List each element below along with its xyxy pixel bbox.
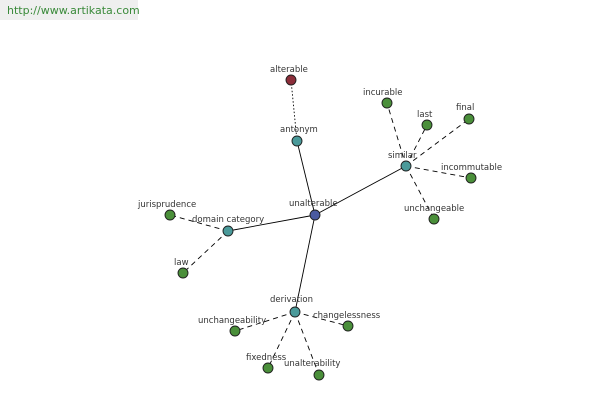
node-fixedness[interactable] [262, 362, 274, 374]
edge-derivation-unalterability [294, 311, 320, 376]
node-label-incurable: incurable [363, 88, 403, 98]
edge-derivation-changelessness [294, 311, 349, 327]
node-antonym[interactable] [291, 135, 303, 147]
node-label-unalterable: unalterable [289, 199, 338, 209]
edge-derivation-unchangeability [234, 311, 296, 332]
node-label-law: law [174, 258, 189, 268]
edge-similar-unchangeable [405, 165, 435, 220]
watermark-bar: http://www.artikata.com [0, 0, 140, 20]
edge-similar-incommutable [405, 165, 472, 179]
node-label-jurisprudence: jurisprudence [137, 200, 196, 210]
edge-unalterable-similar [314, 165, 407, 216]
node-law[interactable] [177, 267, 189, 279]
node-label-fixedness: fixedness [246, 353, 287, 363]
node-alterable[interactable] [285, 74, 297, 86]
node-domain-category[interactable] [222, 225, 234, 237]
node-label-unchangeable: unchangeable [404, 204, 464, 214]
node-label-derivation: derivation [270, 295, 313, 305]
edge-similar-last [405, 124, 428, 167]
labels-layer: unalterable antonym alterable similar incura… [137, 65, 502, 369]
node-final[interactable] [463, 113, 475, 125]
node-unchangeability[interactable] [229, 325, 241, 337]
node-similar[interactable] [400, 160, 412, 172]
node-changelessness[interactable] [342, 320, 354, 332]
edge-domain-category-jurisprudence [169, 214, 229, 232]
node-jurisprudence[interactable] [164, 209, 176, 221]
node-label-domain-category: domain category [192, 215, 264, 225]
node-label-last: last [417, 110, 433, 120]
node-label-incommutable: incommutable [441, 163, 502, 173]
node-unalterable[interactable] [309, 209, 321, 221]
edge-similar-final [405, 118, 470, 167]
node-last[interactable] [421, 119, 433, 131]
node-label-final: final [456, 103, 474, 113]
edges-layer [169, 79, 472, 376]
node-label-antonym: antonym [280, 125, 318, 135]
edge-similar-incurable [386, 102, 407, 167]
node-incurable[interactable] [381, 97, 393, 109]
node-label-changelessness: changelessness [313, 311, 381, 321]
node-incommutable[interactable] [465, 172, 477, 184]
node-label-unchangeability: unchangeability [198, 316, 266, 326]
edge-unalterable-antonym [296, 140, 316, 216]
nodes-layer [164, 74, 477, 381]
node-unchangeable[interactable] [428, 213, 440, 225]
node-derivation[interactable] [289, 306, 301, 318]
watermark-link[interactable]: http://www.artikata.com [7, 4, 140, 17]
node-label-similar: similar [388, 151, 417, 161]
node-unalterability[interactable] [313, 369, 325, 381]
node-label-alterable: alterable [270, 65, 308, 75]
node-label-unalterability: unalterability [284, 359, 340, 369]
edge-unalterable-domain-category [227, 214, 316, 232]
edge-domain-category-law [182, 230, 229, 274]
edge-unalterable-derivation [294, 214, 316, 313]
edge-derivation-fixedness [267, 311, 296, 369]
